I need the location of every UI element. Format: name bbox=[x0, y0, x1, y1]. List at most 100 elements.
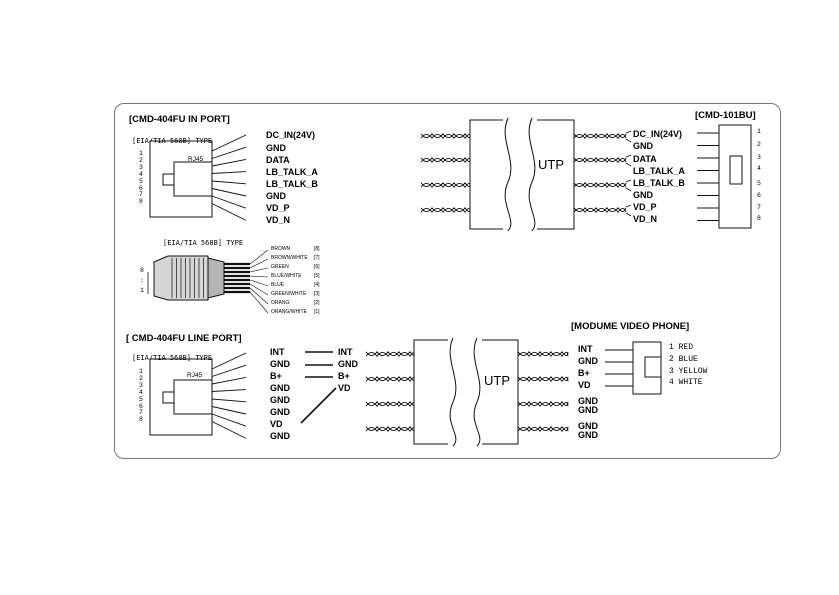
wire-color-6: GREEN bbox=[271, 264, 289, 270]
line-port-pin-wire-3 bbox=[211, 376, 247, 385]
in-port-pin-wire-5 bbox=[211, 180, 247, 185]
video-phone-connector bbox=[632, 341, 662, 395]
phone-pin-3: 3 YELLOW bbox=[669, 367, 708, 376]
plug-leader-6 bbox=[249, 283, 269, 296]
bottom-right-pair-4-strand-a bbox=[517, 426, 569, 431]
top-left-pair-4-strand-a bbox=[420, 207, 471, 212]
top-signal-5: LB_TALK_B bbox=[633, 178, 685, 188]
bottom-utp-break-left bbox=[449, 337, 457, 447]
top-right-pair-4-strand-a bbox=[573, 207, 627, 212]
line-mapped-bplus: B+ bbox=[338, 371, 350, 381]
line-port-pin-wire-6 bbox=[211, 406, 247, 415]
top-right-pair-1-strand-a bbox=[573, 133, 627, 138]
bottom-left-pair-3-strand-a bbox=[365, 401, 415, 406]
wire-number-7: [7] bbox=[314, 255, 320, 261]
in-port-pin-wire-6 bbox=[211, 188, 247, 197]
bottom-left-pair-2-strand-b bbox=[365, 377, 415, 382]
top-signal-8: VD_N bbox=[633, 214, 658, 224]
bottom-right-pair-3-strand-b bbox=[517, 402, 569, 407]
in-port-rj45-body bbox=[149, 140, 213, 218]
top-utp-break-gap bbox=[503, 117, 537, 232]
bottom-left-pair-4-strand-a bbox=[365, 426, 415, 431]
phone-pin-2: 2 BLUE bbox=[669, 355, 698, 364]
line-port-pin-wire-1 bbox=[211, 352, 247, 370]
line-signal-8: GND bbox=[270, 431, 290, 441]
in-port-rj45-latch bbox=[162, 173, 175, 186]
top-left-pair-4-strand-b bbox=[420, 208, 471, 213]
phone-pin-4: 4 WHITE bbox=[669, 378, 703, 387]
in-port-pin-wire-2 bbox=[211, 146, 247, 159]
bottom-left-pair-1-strand-b bbox=[365, 352, 415, 357]
phone-signal-gnd: GND bbox=[578, 356, 598, 366]
top-split-a-4 bbox=[625, 204, 632, 208]
cmd101bu-pin-4: 4 bbox=[757, 165, 761, 172]
video-phone-key bbox=[644, 356, 662, 378]
top-signal-4: LB_TALK_A bbox=[633, 166, 685, 176]
plug-leader-4 bbox=[249, 275, 269, 278]
top-right-pair-1-strand-b bbox=[573, 134, 627, 139]
line-port-rj45-label: RJ45 bbox=[187, 372, 203, 379]
line-mapped-vd: VD bbox=[338, 383, 351, 393]
top-split-b-2 bbox=[625, 162, 632, 167]
cmd101bu-pin-7: 7 bbox=[757, 204, 761, 211]
in-port-title: [CMD-404FU IN PORT] bbox=[129, 114, 230, 125]
wire-color-4: BLUE bbox=[271, 282, 285, 288]
top-left-pair-1-strand-b bbox=[420, 134, 471, 139]
bottom-right-pair-2-strand-a bbox=[517, 376, 569, 381]
in-port-std-label: [EIA/TIA 568B] TYPE bbox=[132, 137, 213, 145]
top-left-pair-3-strand-a bbox=[420, 182, 471, 187]
top-split-a-1 bbox=[625, 130, 632, 134]
bottom-right-pair-1-strand-a bbox=[517, 351, 569, 356]
diagram-frame bbox=[114, 103, 781, 459]
cmd101bu-pin-1: 1 bbox=[757, 128, 761, 135]
bottom-right-pair-3-strand-a bbox=[517, 401, 569, 406]
wire-color-5: BLUE/WHITE bbox=[271, 273, 302, 279]
line-signal-4: GND bbox=[270, 383, 290, 393]
line-port-rj45-socket bbox=[173, 379, 213, 415]
wire-number-8: [8] bbox=[314, 246, 320, 252]
wire-color-1: ORANG/WHITE bbox=[271, 309, 307, 315]
plug-leader-7 bbox=[249, 287, 269, 305]
plug-pin-side: 8:1 bbox=[140, 267, 144, 294]
in-signal-8: VD_N bbox=[266, 215, 291, 225]
unused-gnd-2: GND bbox=[578, 405, 598, 415]
line-signal-2: GND bbox=[270, 359, 290, 369]
top-right-pair-4-strand-b bbox=[573, 208, 627, 213]
top-left-pair-2-strand-b bbox=[420, 158, 471, 163]
top-right-pair-3-strand-a bbox=[573, 182, 627, 187]
bottom-left-pair-2-strand-a bbox=[365, 376, 415, 381]
bottom-utp-break-gap bbox=[448, 337, 482, 447]
in-signal-3: DATA bbox=[266, 155, 290, 165]
in-signal-6: GND bbox=[266, 191, 286, 201]
phone-pin-1: 1 RED bbox=[669, 343, 694, 352]
phone-signal-int: INT bbox=[578, 344, 593, 354]
top-split-b-1 bbox=[625, 138, 632, 143]
line-signal-7: VD bbox=[270, 419, 283, 429]
top-right-pair-3-strand-b bbox=[573, 183, 627, 188]
unused-gnd-4: GND bbox=[578, 430, 598, 440]
cmd101bu-pin-8: 8 bbox=[757, 215, 761, 222]
wire-color-7: BROWN/WHITE bbox=[271, 255, 308, 261]
cmd101bu-pin-3: 3 bbox=[757, 154, 761, 161]
line-signal-1: INT bbox=[270, 347, 285, 357]
plug-leader-8 bbox=[249, 291, 269, 314]
top-utp-label: UTP bbox=[538, 157, 564, 172]
top-left-pair-2-strand-a bbox=[420, 157, 471, 162]
top-split-b-3 bbox=[625, 187, 632, 192]
bottom-right-pair-4-strand-b bbox=[517, 427, 569, 432]
in-port-rj45-socket bbox=[173, 161, 213, 197]
wire-number-3: [3] bbox=[314, 291, 320, 297]
bottom-left-pair-1-strand-a bbox=[365, 351, 415, 356]
plug-leader-5 bbox=[249, 279, 269, 287]
top-left-pair-1-strand-a bbox=[420, 133, 471, 138]
top-signal-1: DC_IN(24V) bbox=[633, 129, 683, 139]
top-split-b-4 bbox=[625, 212, 632, 217]
top-utp-break-left bbox=[504, 117, 512, 232]
plug-std-label: [EIA/TIA 568B] TYPE bbox=[163, 239, 244, 247]
line-port-rj45-latch bbox=[162, 391, 175, 404]
wire-number-2: [2] bbox=[314, 300, 320, 306]
in-signal-4: LB_TALK_A bbox=[266, 167, 318, 177]
in-port-pin-wire-4 bbox=[211, 171, 247, 174]
unused-gnd-1: GND bbox=[578, 396, 598, 406]
